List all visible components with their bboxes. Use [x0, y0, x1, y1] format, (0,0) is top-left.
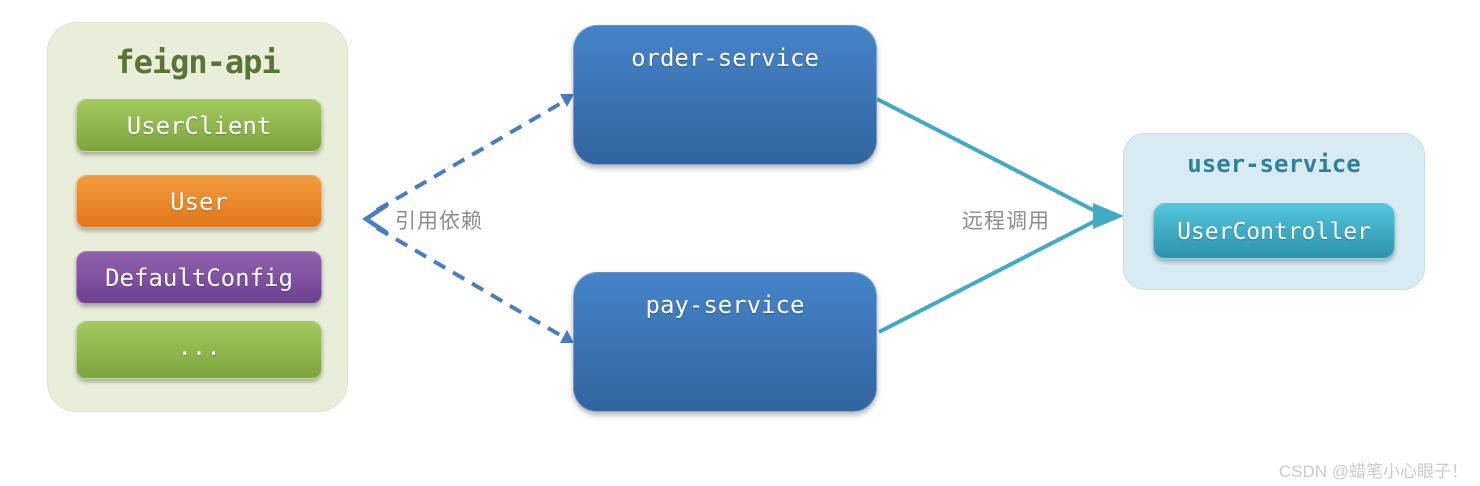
feign-api-panel: feign-api UserClient User DefaultConfig … [47, 22, 348, 412]
dependency-edge-pay [375, 226, 562, 337]
user-service-panel: user-service UserController [1123, 133, 1425, 290]
pay-edge-arrowhead-icon [560, 330, 574, 343]
dependency-arrowhead-icon [361, 203, 389, 235]
dependency-edge-order [375, 100, 565, 212]
module-defaultconfig: DefaultConfig [76, 251, 322, 304]
node-usercontroller: UserController [1153, 203, 1395, 259]
remote-call-edge-pay [878, 219, 1096, 334]
watermark: CSDN @蜡笔小心眼子！ [1278, 462, 1468, 481]
order-service-title: order-service [631, 44, 819, 72]
node-pay-service: pay-service [573, 272, 877, 412]
user-service-title: user-service [1187, 150, 1361, 178]
module-user: User [76, 175, 322, 228]
node-order-service: order-service [573, 25, 877, 165]
order-edge-arrowhead-icon [560, 94, 574, 107]
module-userclient: UserClient [76, 99, 322, 152]
remote-call-edge-order [876, 97, 1096, 213]
remote-call-label: 远程调用 [962, 210, 1050, 233]
feign-api-title: feign-api [115, 43, 280, 81]
dependency-label: 引用依赖 [395, 210, 483, 233]
module-more: ... [76, 321, 322, 379]
pay-service-title: pay-service [645, 291, 805, 319]
remote-call-arrowhead-icon [1093, 203, 1124, 229]
